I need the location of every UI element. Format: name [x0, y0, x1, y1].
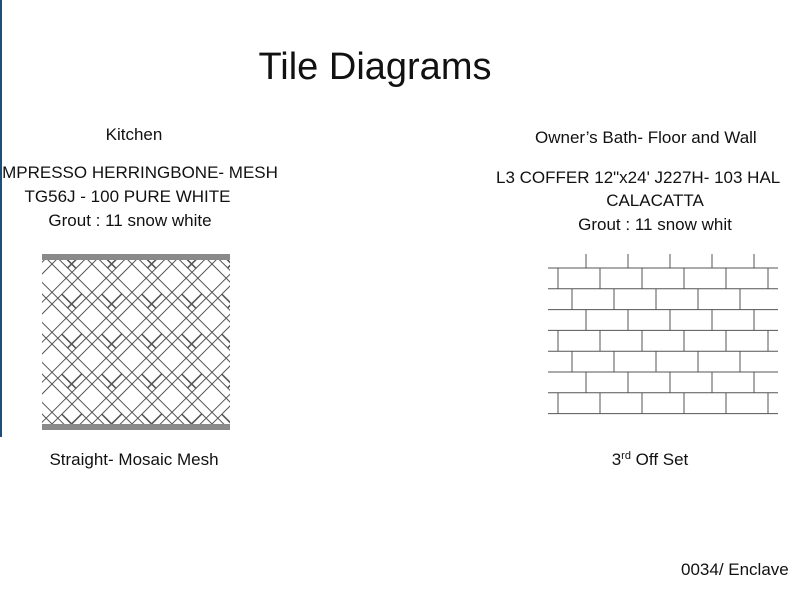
herringbone-tile	[67, 413, 123, 424]
herringbone-tile	[101, 260, 157, 309]
page-title: Tile Diagrams	[258, 46, 492, 88]
herringbone-tile	[61, 333, 117, 389]
footer-text: 0034/ Enclave	[681, 560, 789, 579]
herringbone-tile	[181, 373, 230, 424]
herringbone-tile	[181, 413, 230, 424]
herringbone-tile	[141, 333, 197, 389]
herringbone-tile	[141, 260, 197, 269]
herringbone-tile	[187, 373, 230, 424]
herringbone-tile	[61, 293, 117, 349]
herringbone-tile	[221, 293, 230, 349]
herringbone-tile	[42, 373, 77, 424]
bath-tile-color: CALACATTA	[606, 191, 704, 210]
herringbone-tile	[67, 260, 123, 269]
herringbone-tile	[107, 293, 163, 349]
herringbone-bottom-bar	[42, 424, 230, 430]
herringbone-tile	[61, 260, 117, 309]
herringbone-tile	[101, 333, 157, 389]
herringbone-tile	[67, 260, 123, 309]
herringbone-tile	[141, 413, 197, 424]
herringbone-tile	[42, 413, 77, 424]
offset-brick-diagram	[548, 254, 778, 415]
herringbone-tile	[181, 333, 230, 389]
kitchen-grout: Grout : 11 snow white	[48, 211, 212, 230]
herringbone-tile	[61, 260, 117, 269]
herringbone-tile	[101, 260, 157, 269]
bath-heading: Owner’s Bath- Floor and Wall	[535, 128, 757, 147]
bath-grout: Grout : 11 snow whit	[578, 215, 732, 234]
bath-caption-superscript: rd	[621, 450, 631, 462]
herringbone-tile	[221, 333, 230, 389]
kitchen-heading: Kitchen	[105, 125, 163, 144]
herringbone-tile	[141, 373, 197, 424]
herringbone-tile	[187, 260, 230, 309]
herringbone-tile	[147, 333, 203, 389]
herringbone-tile	[107, 260, 163, 309]
herringbone-diagram	[42, 254, 230, 430]
herringbone-tile	[107, 413, 163, 424]
herringbone-tile	[147, 413, 203, 424]
kitchen-tile-name: MPRESSO HERRINGBONE- MESH	[2, 163, 278, 182]
herringbone-tile	[187, 293, 230, 349]
herringbone-tile	[181, 260, 230, 269]
bath-caption-text: Off Set	[630, 450, 689, 469]
herringbone-tile	[42, 333, 77, 389]
herringbone-tile	[141, 260, 197, 309]
herringbone-tile	[147, 260, 203, 309]
herringbone-tile	[181, 293, 230, 349]
herringbone-tile	[61, 373, 117, 424]
herringbone-tile	[42, 260, 83, 269]
bath-caption-number: 3	[611, 450, 622, 469]
herringbone-tile	[101, 373, 157, 424]
herringbone-tile	[101, 293, 157, 349]
herringbone-tile	[181, 260, 230, 309]
herringbone-tile	[147, 373, 203, 424]
herringbone-tile	[42, 260, 83, 309]
herringbone-top-bar	[42, 254, 230, 260]
herringbone-tile	[67, 293, 123, 349]
herringbone-tile	[187, 413, 230, 424]
column-divider	[0, 0, 2, 437]
herringbone-tile	[221, 373, 230, 424]
herringbone-tile	[42, 373, 83, 424]
herringbone-tile	[42, 293, 77, 349]
bath-caption: 3rd Off Set	[600, 450, 700, 470]
herringbone-tile	[141, 293, 197, 349]
herringbone-tile	[42, 260, 77, 309]
herringbone-tile	[107, 373, 163, 424]
herringbone-tile	[187, 333, 230, 389]
herringbone-tile	[101, 413, 157, 424]
bath-tile-name: L3 COFFER 12"x24' J227H- 103 HAL	[496, 168, 781, 187]
herringbone-tile	[147, 293, 203, 349]
herringbone-tile	[67, 333, 123, 389]
herringbone-tile	[42, 293, 83, 349]
herringbone-tile	[42, 333, 83, 389]
herringbone-tile	[147, 260, 203, 269]
herringbone-tile	[67, 373, 123, 424]
herringbone-tile	[221, 260, 230, 309]
herringbone-tile	[107, 260, 163, 269]
kitchen-caption: Straight- Mosaic Mesh	[49, 450, 219, 469]
kitchen-tile-code: TG56J - 100 PURE WHITE	[24, 187, 231, 206]
herringbone-tile	[61, 413, 117, 424]
herringbone-tile	[107, 333, 163, 389]
herringbone-tile	[221, 260, 230, 269]
